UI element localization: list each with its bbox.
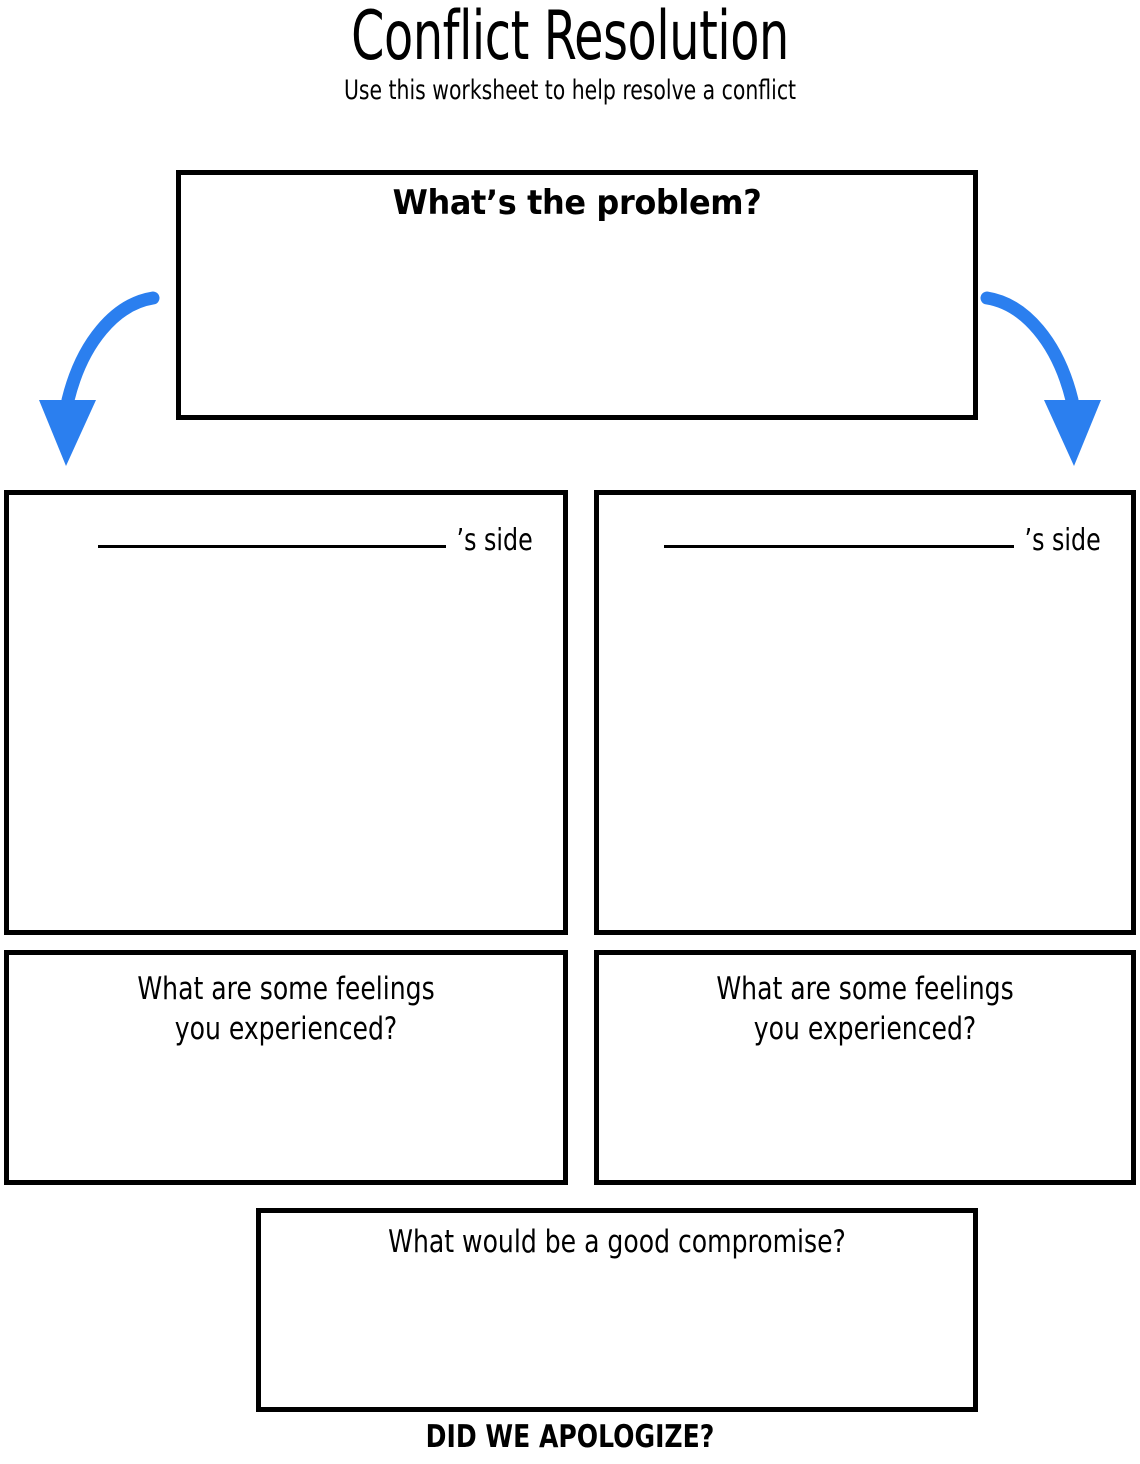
page-title: Conflict Resolution (351, 0, 789, 76)
problem-box[interactable]: What’s the problem? (176, 170, 978, 420)
worksheet-header: Conflict Resolution Use this worksheet t… (0, 0, 1140, 106)
side-label-1: ’s side (457, 523, 534, 558)
feelings-prompt-2: What are some feelings you experienced? (626, 955, 1105, 1049)
feelings-prompt-2-line-2: you experienced? (753, 1011, 977, 1047)
feelings-prompt-2-line-1: What are some feelings (716, 971, 1014, 1007)
compromise-box[interactable]: What would be a good compromise? (256, 1208, 978, 1412)
feelings-prompt-1-line-1: What are some feelings (137, 971, 435, 1007)
curved-arrow-down-left-icon (20, 288, 160, 478)
feelings-box-person-2[interactable]: What are some feelings you experienced? (594, 950, 1136, 1185)
person-1-name-input[interactable] (98, 545, 447, 548)
feelings-prompt-1: What are some feelings you experienced? (37, 955, 536, 1049)
feelings-prompt-1-line-2: you experienced? (174, 1011, 398, 1047)
page-subtitle: Use this worksheet to help resolve a con… (343, 75, 797, 106)
side-box-person-1[interactable]: ’s side (4, 490, 568, 935)
side-label-2: ’s side (1025, 523, 1102, 558)
compromise-prompt: What would be a good compromise? (388, 1224, 846, 1260)
feelings-box-person-1[interactable]: What are some feelings you experienced? (4, 950, 568, 1185)
apologize-prompt: DID WE APOLOGIZE? (425, 1419, 715, 1455)
curved-arrow-down-right-icon (980, 288, 1120, 478)
problem-heading: What’s the problem? (392, 183, 762, 223)
side-label-row-1: ’s side (9, 495, 563, 557)
side-label-row-2: ’s side (599, 495, 1131, 557)
person-2-name-input[interactable] (664, 545, 1015, 548)
side-box-person-2[interactable]: ’s side (594, 490, 1136, 935)
